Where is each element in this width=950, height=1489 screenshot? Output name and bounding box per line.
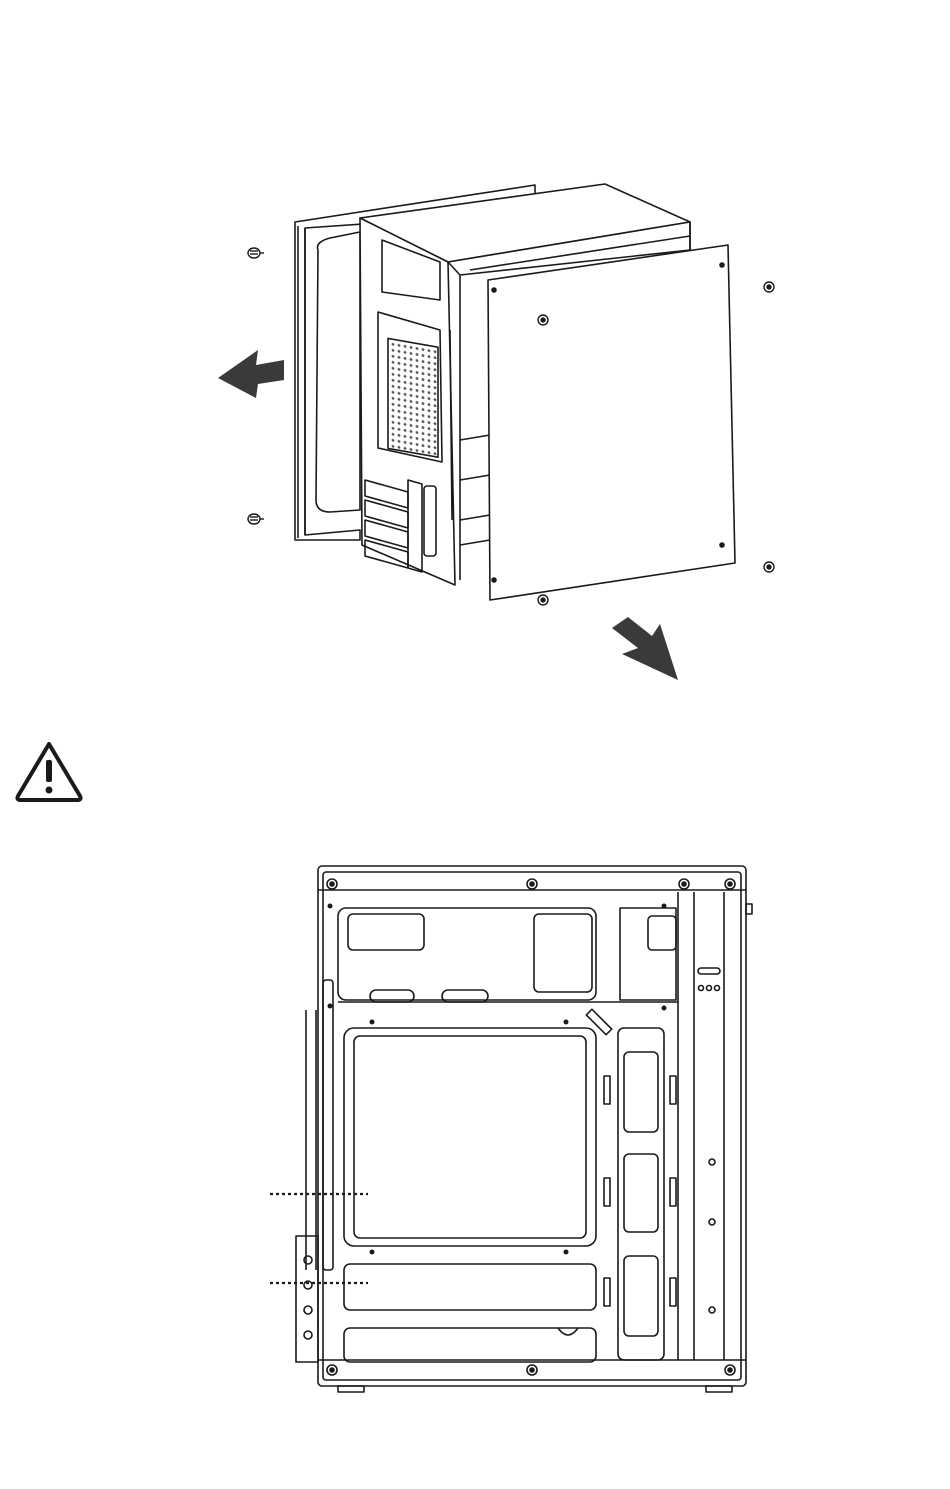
rear-bracket bbox=[296, 980, 333, 1362]
removal-arrow-icon bbox=[218, 350, 284, 398]
right-side-panel bbox=[488, 245, 735, 600]
chassis-outer-frame bbox=[318, 866, 746, 1392]
bottom-compartments bbox=[344, 1264, 596, 1362]
chassis-side-view-figure bbox=[0, 830, 950, 1489]
standoff-dots bbox=[328, 904, 667, 1255]
warning-notice bbox=[0, 720, 950, 830]
side-panel-removal-illustration bbox=[0, 0, 950, 720]
drive-bays bbox=[604, 1028, 676, 1360]
chassis-side-view-illustration bbox=[0, 830, 950, 1489]
side-panel-removal-figure bbox=[0, 0, 950, 720]
psu-compartment bbox=[338, 908, 678, 1002]
warning-triangle-icon bbox=[17, 744, 80, 800]
motherboard-cutout bbox=[344, 1009, 612, 1246]
removal-arrow-icon bbox=[612, 617, 678, 680]
screw-icon bbox=[327, 879, 735, 1375]
warning-notice-graphic bbox=[0, 720, 950, 830]
